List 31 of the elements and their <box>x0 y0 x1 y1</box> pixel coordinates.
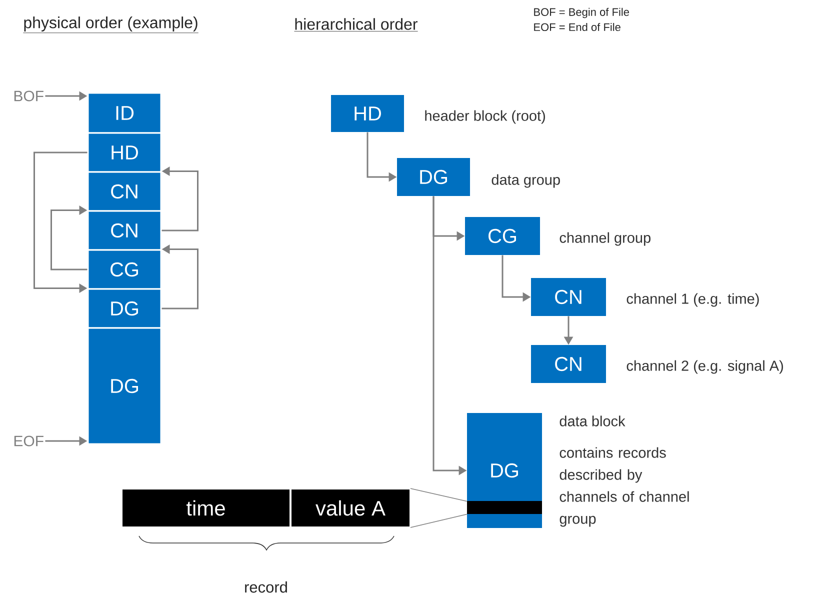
block-description: channel group <box>560 232 650 246</box>
arrow <box>50 206 88 270</box>
file-block: CN <box>87 210 162 251</box>
file-block: DG <box>87 288 162 329</box>
block-description: contains records described by channels of channel group <box>560 447 689 527</box>
heading: hierarchical order <box>294 18 418 32</box>
block-box: CN <box>531 278 606 316</box>
brace-label: record <box>245 581 287 593</box>
block-description: data group <box>492 174 560 188</box>
zoom-line <box>410 514 468 528</box>
block-description: header block (root) <box>425 110 545 124</box>
block-box: DG <box>397 158 470 196</box>
block-box: CG <box>465 217 540 255</box>
block-box: HD <box>331 95 404 132</box>
file-block: ID <box>87 92 162 134</box>
file-marker: EOF <box>14 436 44 446</box>
zoom-line <box>410 488 468 502</box>
block-description: channel 1 (e.g. time) <box>626 293 759 307</box>
data-block: DG <box>467 413 542 528</box>
abbreviation-note: BOF = Begin of File <box>534 8 629 18</box>
record-field: time <box>122 488 290 528</box>
file-block: CN <box>87 171 162 212</box>
record-field: value A <box>290 488 410 528</box>
block-box: CN <box>531 345 606 383</box>
heading: physical order (example) <box>23 16 199 34</box>
block-description: channel 2 (e.g. signal A) <box>626 360 783 374</box>
abbreviation-note: EOF = End of File <box>534 22 620 32</box>
file-block: HD <box>87 132 162 173</box>
file-marker: BOF <box>14 90 44 102</box>
block-description: data block <box>560 416 626 426</box>
file-block: CG <box>87 249 162 290</box>
